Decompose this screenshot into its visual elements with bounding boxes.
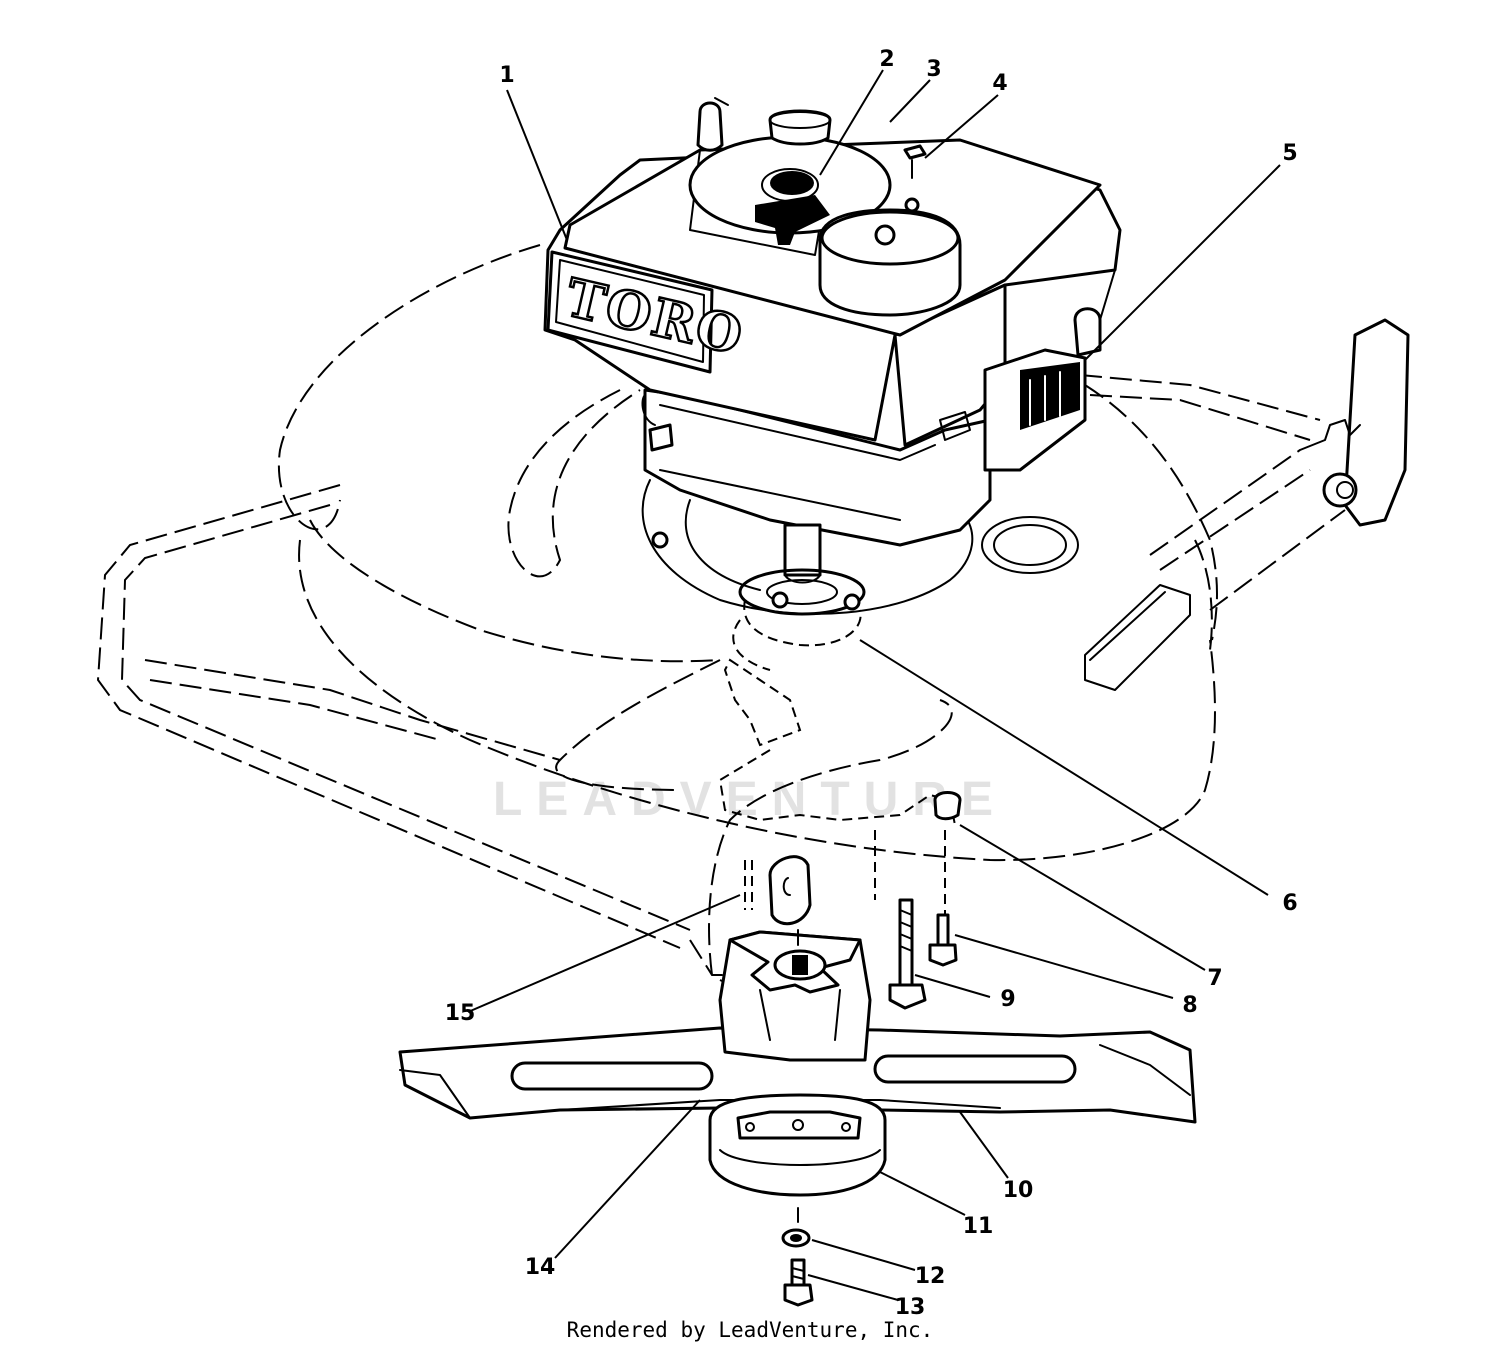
callout-13: 13 [895,1295,926,1320]
callout-9: 9 [1000,987,1015,1012]
callout-3: 3 [926,57,941,82]
callout-12: 12 [915,1264,946,1289]
render-credit: Rendered by LeadVenture, Inc. [566,1318,934,1342]
callout-8: 8 [1182,993,1197,1018]
hardware [744,144,958,1307]
blade-adapter [718,929,872,1062]
callout-11: 11 [963,1214,994,1239]
callout-10: 10 [1003,1178,1034,1203]
callout-14: 14 [525,1255,556,1280]
blade-stiffener [708,1093,887,1197]
callout-4: 4 [992,71,1007,96]
callout-5: 5 [1282,141,1297,166]
leader-lines [467,69,1281,1301]
engine-assembly: TORO [543,97,1122,584]
callout-1: 1 [499,63,514,88]
mower-blade [398,1026,1197,1124]
callout-labels: 1 2 3 4 5 6 7 8 9 10 11 12 13 14 15 [445,47,1298,1320]
callout-15: 15 [445,1001,476,1026]
crankshaft-key-area [718,568,962,826]
callout-7: 7 [1207,966,1222,991]
callout-2: 2 [879,47,894,72]
callout-6: 6 [1282,891,1297,916]
